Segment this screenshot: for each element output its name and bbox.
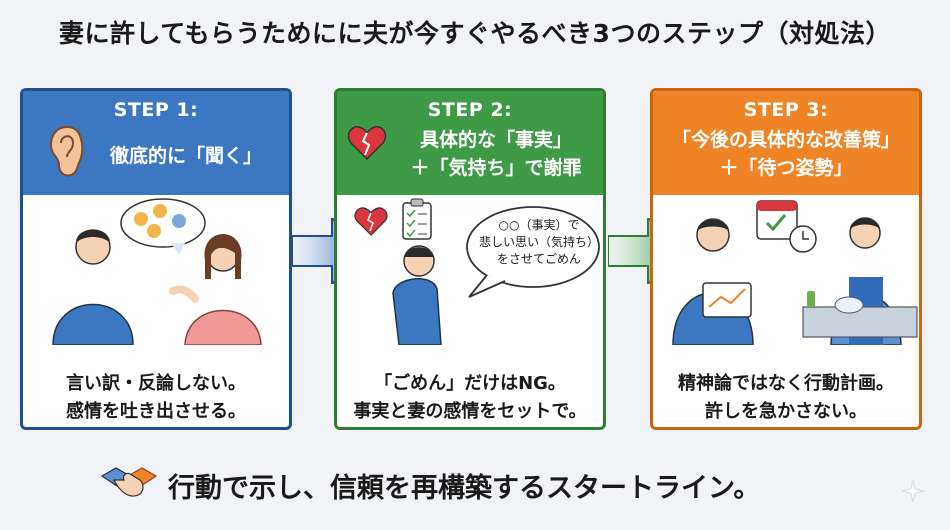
step-1-caption-line-2: 感情を吐き出させる。 (66, 401, 246, 422)
step-1-header: STEP 1: 徹底的に「聞く」 (23, 91, 289, 195)
step-1-caption-line-1: 言い訳・反論しない。 (66, 373, 246, 394)
handshake-icon (100, 467, 158, 497)
ear-icon (49, 125, 84, 177)
step-3-card: STEP 3: 「今後の具体的な改善策」 ＋「待つ姿勢」 精神論ではなく行動計画… (650, 88, 922, 430)
footer-banner: 行動で示し、信頼を再構築するスタートライン。 (0, 462, 950, 506)
apology-speech-bubble: ○○（事実）で 悲しい思い（気持ち） をさせてごめん (477, 217, 601, 268)
step-2-header: STEP 2: 具体的な「事実」 ＋「気持ち」で謝罪 (337, 91, 603, 195)
listening-couple-illustration (52, 198, 262, 345)
step-3-label: STEP 3: (743, 99, 829, 121)
step-2-heading-line-1: 具体的な「事実」 (419, 129, 572, 151)
footer-text: 行動で示し、信頼を再構築するスタートライン。 (168, 473, 761, 504)
step-3-header: STEP 3: 「今後の具体的な改善策」 ＋「待つ姿勢」 (653, 91, 919, 195)
broken-heart-icon (347, 126, 387, 161)
step-1-card: STEP 1: 徹底的に「聞く」 言い訳・反論しない。 感情を吐き出させる。 (20, 88, 292, 430)
step-2-caption-line-2: 事実と妻の感情をセットで。 (353, 401, 587, 422)
speech-line-2: 悲しい思い（気持ち） (478, 235, 599, 249)
apology-man-illustration (354, 198, 600, 345)
speech-line-3: をさせてごめん (496, 252, 581, 266)
page-title: 妻に許してもらうためにに夫が今すぐやるべき3つのステップ（対処法） (59, 19, 891, 48)
step-3-caption-line-2: 許しを急かさない。 (705, 401, 867, 422)
step-2-heading-line-2: ＋「気持ち」で謝罪 (410, 157, 582, 179)
step-2-card: STEP 2: 具体的な「事実」 ＋「気持ち」で謝罪 ○○（事実）で 悲しい思い… (334, 88, 606, 430)
clock-icon (789, 225, 817, 253)
step-3-caption-line-1: 精神論ではなく行動計画。 (678, 373, 894, 394)
step-3-heading-line-1: 「今後の具体的な改善策」 (671, 129, 900, 151)
step-3-heading-line-2: ＋「待つ姿勢」 (719, 157, 853, 179)
action-plan-illustration (672, 200, 918, 345)
calendar-icon (756, 200, 798, 240)
sparkle-icon (902, 480, 924, 502)
speech-line-1: ○○（事実）で (498, 218, 580, 232)
step-2-label: STEP 2: (427, 99, 513, 121)
step-1-heading: 徹底的に「聞く」 (109, 145, 262, 167)
step-1-label: STEP 1: (113, 99, 199, 121)
step-2-caption-line-1: 「ごめん」だけはNG。 (374, 373, 566, 394)
